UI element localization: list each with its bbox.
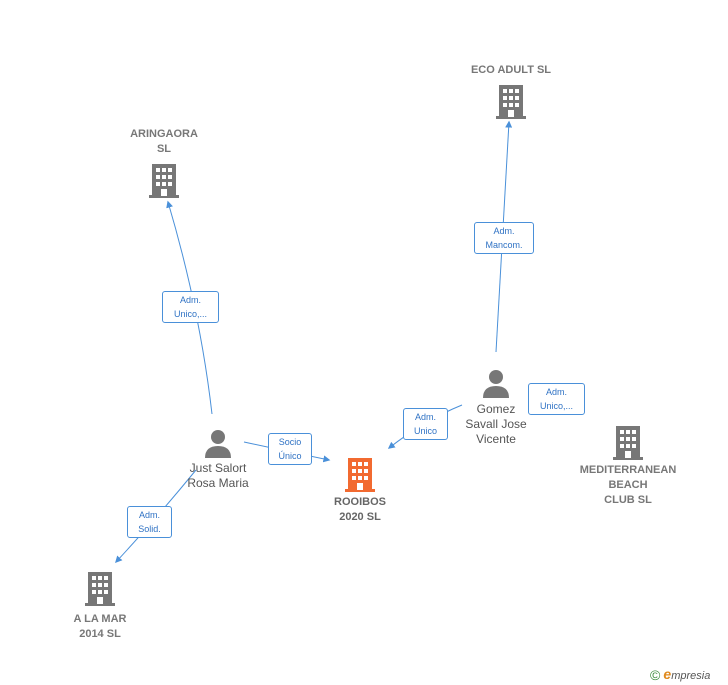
building-icon xyxy=(496,85,526,119)
person-icon xyxy=(205,430,231,458)
badge-adm-unico-aringaora[interactable]: Adm.Unico,... xyxy=(162,291,219,323)
brand-rest: mpresia xyxy=(671,670,711,682)
building-icon xyxy=(345,458,375,492)
copyright-icon: © xyxy=(650,667,661,683)
badge-adm-mancom[interactable]: Adm.Mancom. xyxy=(474,222,534,254)
node-eco-adult[interactable]: ECO ADULT SL xyxy=(448,63,574,119)
node-label: ECO ADULT SL xyxy=(470,64,552,76)
person-icon xyxy=(483,370,509,398)
badge-adm-unico-rooibos[interactable]: Adm.Unico xyxy=(403,408,448,440)
building-icon xyxy=(85,572,115,606)
brand-e: e xyxy=(663,666,672,682)
building-icon xyxy=(149,164,179,198)
building-icon xyxy=(613,426,643,460)
badge-adm-unico-mediterranean[interactable]: Adm.Unico,... xyxy=(528,383,585,415)
badge-adm-solid[interactable]: Adm.Solid. xyxy=(127,506,172,538)
empresia-brand[interactable]: © empresia xyxy=(650,666,710,683)
